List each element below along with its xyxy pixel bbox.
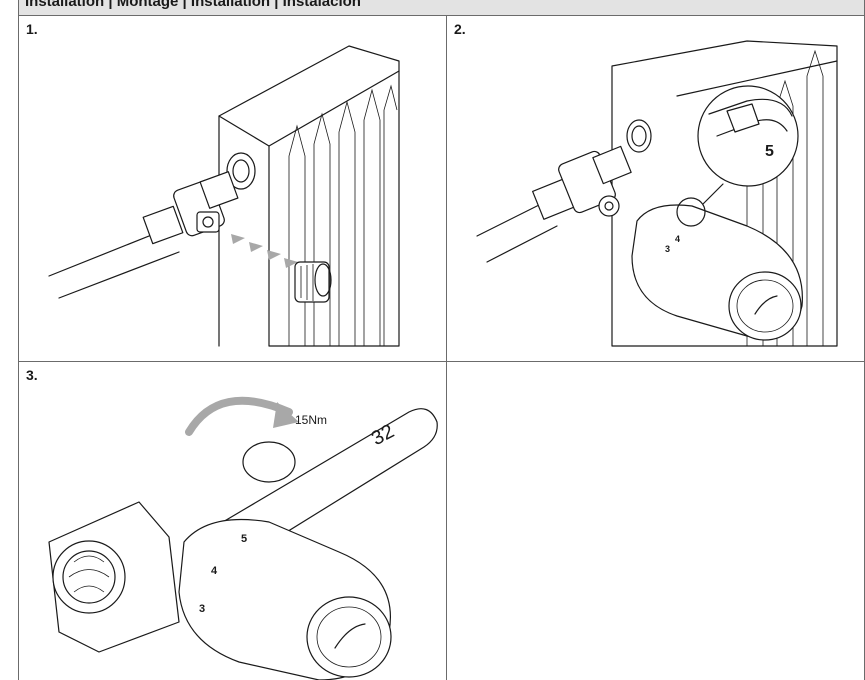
step-2-label: 2. <box>454 21 466 37</box>
wrench-tighten-illustration: 15Nm 32 3 4 5 <box>48 396 438 680</box>
step-1-label: 1. <box>26 21 38 37</box>
head-mark-5: 5 <box>241 533 247 545</box>
thermostat-mount-illustration: 3 4 5 <box>476 40 838 347</box>
step-3-label: 3. <box>26 367 38 383</box>
step-3-panel: 3. 15Nm 32 3 <box>18 362 446 680</box>
head-mark-3: 3 <box>199 603 205 615</box>
torque-label: 15Nm <box>295 413 327 427</box>
section-header: Installation | Montage | Installation | … <box>18 0 865 16</box>
radiator-valve-illustration <box>48 45 400 347</box>
illustration-grid: 1. <box>18 16 865 680</box>
dial-mark-4: 4 <box>675 234 680 244</box>
dial-mark-3: 3 <box>665 244 670 254</box>
step-1-panel: 1. <box>18 16 446 362</box>
callout-mark-5: 5 <box>765 143 774 160</box>
step-2-panel: 2. <box>446 16 865 362</box>
head-mark-4: 4 <box>211 565 218 577</box>
empty-panel <box>446 362 865 680</box>
